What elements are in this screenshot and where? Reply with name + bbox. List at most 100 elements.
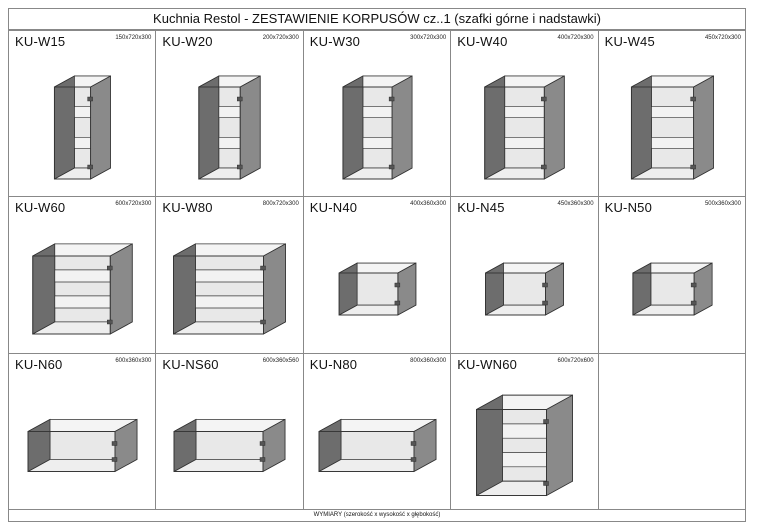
hinge-icon [260, 441, 266, 446]
hinge-icon [690, 282, 696, 288]
cabinet-code: KU-WN60 [457, 357, 518, 372]
cabinet-cell: KU-W40 400x720x300 [451, 31, 599, 197]
front-frame [630, 86, 694, 180]
left-side-panel [342, 75, 364, 180]
hinge-icon [410, 441, 416, 446]
front-frame [27, 431, 116, 472]
cabinet-code: KU-W15 [15, 34, 66, 49]
cabinet-drawing [27, 418, 138, 473]
cabinet-svg [173, 418, 286, 473]
cabinet-code: KU-W45 [604, 34, 655, 49]
cabinet-cell: KU-W15 150x720x300 [9, 31, 157, 197]
cabinet-svg [198, 75, 261, 180]
cabinet-dimensions: 150x720x300 [115, 35, 152, 41]
front-frame [53, 86, 92, 180]
cabinet-svg [27, 418, 138, 473]
front-frame [173, 255, 265, 335]
cabinet-illustration [156, 47, 302, 196]
hinge-icon [543, 419, 549, 424]
cabinet-code: KU-W20 [162, 34, 213, 49]
cabinet-cell: KU-W20 200x720x300 [156, 31, 304, 197]
cabinet-grid: KU-W15 150x720x300 KU-W20 200x720x300 KU-W30… [8, 30, 746, 510]
cabinet-dimensions: 600x720x300 [115, 201, 152, 207]
cabinet-cell: KU-N40 400x360x300 [303, 197, 452, 354]
front-frame [318, 431, 415, 472]
hinge-icon [260, 319, 267, 325]
cabinet-illustration [9, 213, 155, 353]
right-side-panel [391, 75, 413, 180]
cabinet-code: KU-N40 [309, 200, 358, 215]
front-frame [338, 272, 399, 316]
cabinet-dimensions: 200x720x300 [262, 35, 299, 41]
cabinet-cell: KU-WN60 600x720x600 [451, 354, 599, 510]
hinge-icon [388, 96, 395, 102]
cabinet-cell: KU-W60 600x720x300 [9, 197, 157, 354]
hinge-icon [111, 441, 118, 446]
cabinet-code: KU-W80 [162, 200, 213, 215]
cabinet-dimensions: 450x720x300 [704, 35, 741, 41]
cabinet-illustration [9, 370, 155, 509]
cabinet-code: KU-W30 [309, 34, 361, 49]
cabinet-illustration [451, 370, 597, 509]
cabinet-svg [630, 75, 714, 180]
hinge-icon [237, 96, 243, 102]
left-side-panel [484, 75, 506, 180]
cabinet-drawing [476, 394, 574, 497]
front-frame [342, 86, 393, 180]
front-frame [632, 272, 695, 316]
right-side-panel [90, 75, 111, 180]
cabinet-illustration [156, 370, 302, 509]
cabinet-cell: KU-W45 450x720x300 [598, 31, 746, 197]
hinge-icon [689, 164, 696, 170]
cabinet-code: KU-N45 [457, 200, 505, 215]
cabinet-svg [318, 418, 437, 473]
cabinet-dimensions: 600x720x600 [557, 358, 594, 364]
cabinet-code: KU-W40 [457, 34, 508, 49]
front-frame [198, 86, 242, 180]
cabinet-drawing [338, 262, 417, 316]
hinge-icon [87, 164, 93, 170]
cabinet-illustration [599, 213, 745, 353]
cabinet-code: KU-W60 [15, 200, 66, 215]
right-side-panel [240, 75, 261, 180]
cabinet-dimensions: 400x720x300 [557, 35, 594, 41]
hinge-icon [388, 164, 395, 170]
cabinet-drawing [198, 75, 261, 180]
cabinet-drawing [484, 75, 565, 180]
front-frame [485, 272, 547, 316]
hinge-icon [107, 265, 113, 271]
cabinet-drawing [632, 262, 713, 316]
right-side-panel [546, 394, 574, 497]
cabinet-svg [173, 243, 287, 335]
left-side-panel [32, 243, 56, 335]
hinge-icon [541, 96, 547, 102]
cabinet-dimensions: 400x360x300 [410, 201, 447, 207]
cabinet-svg [342, 75, 413, 180]
cabinet-code: KU-N80 [309, 357, 358, 372]
right-side-panel [109, 243, 133, 335]
hinge-icon [542, 300, 548, 306]
right-side-panel [692, 75, 714, 180]
cabinet-svg [32, 243, 133, 335]
cabinet-illustration [156, 213, 302, 353]
cabinet-dimensions: 600x360x560 [262, 358, 299, 364]
hinge-icon [541, 164, 547, 170]
cabinet-dimensions: 600x360x300 [115, 358, 152, 364]
hinge-icon [111, 457, 118, 462]
cabinet-svg [476, 394, 574, 497]
front-frame [484, 86, 545, 180]
front-frame [476, 409, 548, 496]
cabinet-svg [338, 262, 417, 316]
cabinet-code: KU-N50 [604, 200, 653, 215]
cabinet-svg [485, 262, 565, 316]
cabinet-drawing [173, 243, 287, 335]
hinge-icon [542, 282, 548, 288]
hinge-icon [394, 300, 400, 306]
cabinet-drawing [53, 75, 111, 180]
